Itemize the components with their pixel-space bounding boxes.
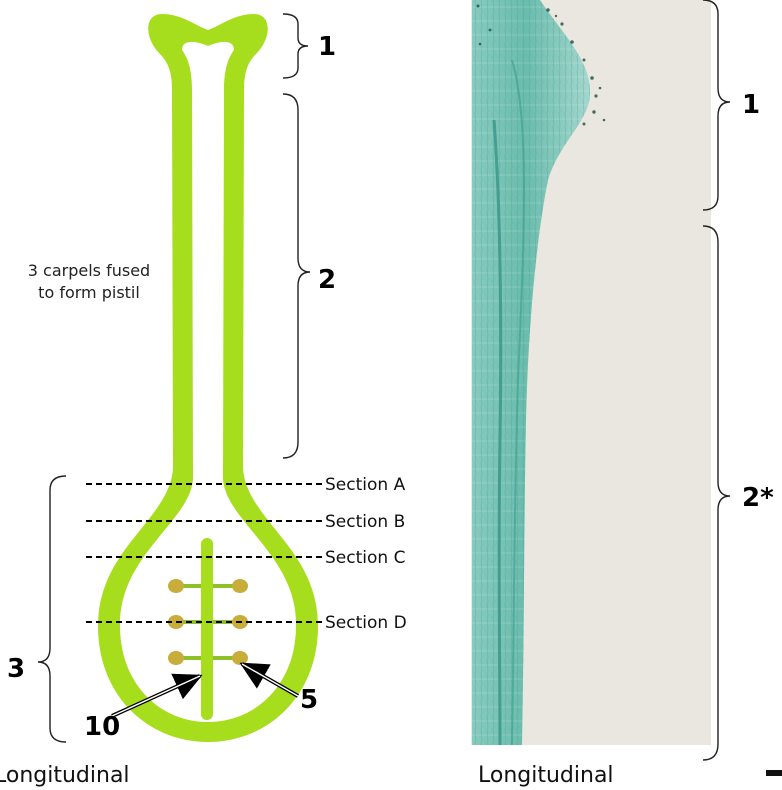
ovule — [168, 651, 184, 665]
right-panel: 1 2* Longitudinal — [448, 0, 782, 790]
carpel-caption-line-1: 3 carpels fused — [28, 261, 150, 280]
right-bottom-label: Longitudinal — [478, 763, 614, 788]
ovule — [232, 579, 248, 593]
brace-region-2 — [283, 94, 310, 458]
scale-bar — [766, 770, 782, 776]
central-placenta-axis — [201, 538, 213, 720]
carpel-caption-line-2: to form pistil — [38, 283, 140, 302]
left-panel: 1 2 3 3 carpels fused to form pistil Sec… — [0, 14, 407, 788]
ovule — [168, 579, 184, 593]
section-a-label: Section A — [325, 475, 406, 495]
region-3-label: 3 — [7, 654, 25, 684]
section-d-label: Section D — [325, 613, 407, 633]
section-c-label: Section C — [325, 548, 405, 568]
pointer-label-10: 10 — [84, 712, 120, 742]
pointer-label-5: 5 — [300, 685, 318, 715]
left-bottom-label: Longitudinal — [0, 763, 130, 788]
brace-region-3 — [38, 476, 66, 742]
section-b-label: Section B — [325, 512, 405, 532]
region-1-label: 1 — [318, 32, 336, 62]
right-region-1-label: 1 — [742, 90, 760, 120]
brace-region-1 — [283, 14, 308, 78]
region-2-label: 2 — [318, 265, 336, 295]
ovule — [232, 651, 248, 665]
right-region-2-label: 2* — [742, 483, 774, 513]
